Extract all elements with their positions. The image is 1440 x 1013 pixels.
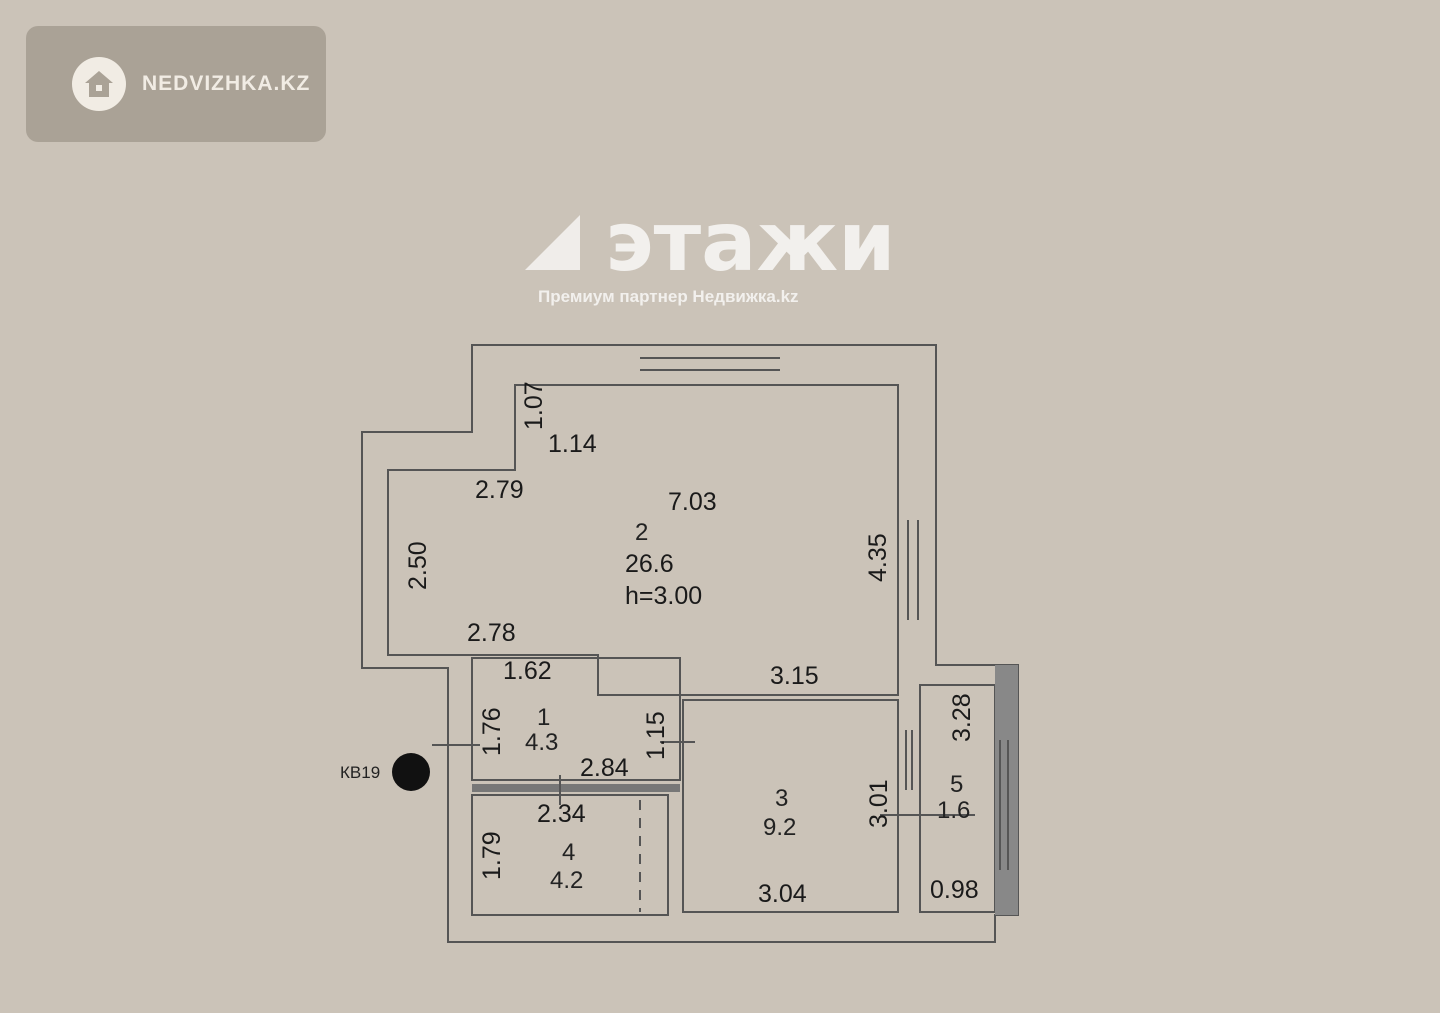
room-3-number: 3 <box>775 785 788 812</box>
dim-2-34: 2.34 <box>537 800 586 828</box>
walls <box>361 344 1019 943</box>
room-4-area: 4.2 <box>550 867 583 894</box>
windows <box>432 357 1009 912</box>
house-icon <box>72 57 126 111</box>
dim-1-76: 1.76 <box>478 707 506 756</box>
dim-2-50: 2.50 <box>404 541 432 590</box>
room-labels: 2 26.6 h=3.00 1 4.3 3 9.2 4 4.2 5 1.6 <box>525 519 970 894</box>
room-3-area: 9.2 <box>763 814 796 841</box>
room-5-number: 5 <box>950 771 963 798</box>
room-5-area: 1.6 <box>937 797 970 824</box>
dim-2-84: 2.84 <box>580 754 629 782</box>
dim-3-15: 3.15 <box>770 662 819 690</box>
watermark-subtitle: Премиум партнер Недвижка.kz <box>538 287 799 306</box>
unit-marker-dot <box>392 753 430 791</box>
dim-3-04: 3.04 <box>758 880 807 908</box>
dim-1-15: 1.15 <box>642 711 670 760</box>
dim-1-14: 1.14 <box>548 430 597 458</box>
dim-3-01: 3.01 <box>865 779 893 828</box>
unit-marker-label: КВ19 <box>340 763 380 782</box>
dim-3-28: 3.28 <box>948 693 976 742</box>
room-1-area: 4.3 <box>525 729 558 756</box>
dim-0-98: 0.98 <box>930 876 979 904</box>
watermark-logo-icon <box>525 215 580 270</box>
room-4-number: 4 <box>562 839 575 866</box>
dimensions: 1.07 1.14 2.79 7.03 2.50 4.35 2.78 1.62 … <box>404 381 979 908</box>
room-2-height: h=3.00 <box>625 582 702 610</box>
nedvizhka-logo[interactable]: NEDVIZHKA.KZ <box>26 26 326 142</box>
room-2-number: 2 <box>635 519 648 546</box>
dim-2-78: 2.78 <box>467 619 516 647</box>
dim-7-03: 7.03 <box>668 488 717 516</box>
dim-4-35: 4.35 <box>864 533 892 582</box>
balcony-wall <box>995 665 1018 915</box>
dim-1-79: 1.79 <box>478 831 506 880</box>
dim-1-62: 1.62 <box>503 657 552 685</box>
dim-2-79: 2.79 <box>475 476 524 504</box>
room-1-number: 1 <box>537 704 550 731</box>
watermark-brand: этажи <box>605 195 896 290</box>
room-2-area: 26.6 <box>625 550 674 578</box>
logo-text: NEDVIZHKA.KZ <box>142 72 311 95</box>
dim-1-07: 1.07 <box>520 381 548 430</box>
